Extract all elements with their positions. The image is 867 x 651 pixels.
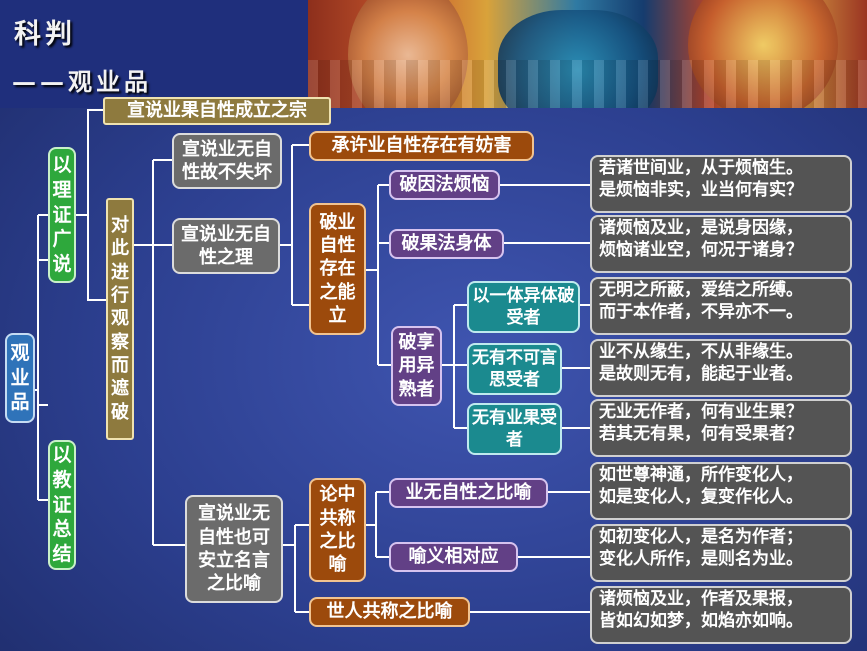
node-refute-cause: 破因法烦恼 [389,170,500,200]
node-worldly-example: 世人共称之比喻 [309,597,470,627]
node-one-different: 以一体异体破受者 [467,281,580,333]
verse-line: 变化人所作，是则名为业。 [599,549,803,570]
node-convention-example: 宣说业无自性也可安立名言之比喻 [185,495,283,603]
node-refute-proof: 破业自性存在之能立 [309,203,366,335]
root-label: 观业品 [10,341,30,414]
node-thesis-label: 宣说业果自性成立之宗 [127,100,307,122]
node-refute-enjoyer: 破享用异熟者 [391,326,442,406]
node-refute-enjoyer-label: 破享用异熟者 [398,331,435,400]
slide-subtitle: ——观业品 [12,67,152,96]
node-refute-fruit-label: 破果法身体 [401,233,492,255]
verse-line: 如世尊神通，所作变化人， [599,465,803,485]
verse-line: 诸烦恼及业，是说身因缘， [599,218,803,238]
thangka-banner-image [308,0,867,108]
node-not-lost: 宣说业无自性故不失坏 [172,133,282,189]
node-inexpressible: 无有不可言思受者 [467,343,562,395]
verse-line: 皆如幻如梦，如焰亦如响。 [599,611,803,632]
node-thesis: 宣说业果自性成立之宗 [103,97,331,125]
verse-line: 诸烦恼及业，作者及果报， [599,589,803,609]
verse-box: 如初变化人，是名为作者； 变化人所作，是则名为业。 [590,524,852,582]
node-correspondence-label: 喻义相对应 [408,546,499,568]
node-no-recipient-label: 无有业果受者 [472,407,557,450]
node-no-recipient: 无有业果受者 [467,403,562,455]
verse-line: 是故则无有，能起于业者。 [599,364,803,385]
verse-line: 业不从缘生，不从非缘生。 [599,342,803,362]
slide-title: 科判 [14,19,76,50]
node-reasoning-label: 宣说业无自性之理 [181,223,271,268]
node-karma-example-label: 业无自性之比喻 [405,482,532,504]
node-correspondence: 喻义相对应 [389,542,518,572]
node-scripture-proof-label: 以教证总结 [52,444,72,566]
verse-line: 而于本作者，不异亦不一。 [599,302,803,323]
node-karma-example: 业无自性之比喻 [389,478,548,508]
node-one-different-label: 以一体异体破受者 [472,285,575,328]
verse-box: 如世尊神通，所作变化人， 如是变化人，复变作化人。 [590,462,852,520]
root-node: 观业品 [5,333,35,423]
verse-line: 如是变化人，复变作化人。 [599,487,803,508]
verse-box: 若诸世间业，从于烦恼生。 是烦恼非实，业当何有实？ [590,155,852,213]
node-refute-fruit: 破果法身体 [389,229,504,259]
verse-line: 无业无作者，何有业生果？ [599,402,803,422]
verse-line: 是烦恼非实，业当何有实？ [599,180,803,201]
node-treatise-example: 论中共称之比喻 [309,478,366,582]
node-accept-fault-label: 承许业自性存在有妨害 [331,135,512,157]
verse-line: 无明之所蔽，爱结之所缚。 [599,280,803,300]
verse-box: 诸烦恼及业，作者及果报， 皆如幻如梦，如焰亦如响。 [590,586,852,644]
verse-box: 无业无作者，何有业生果？ 若其无有果，何有受果者？ [590,399,852,457]
node-scripture-proof: 以教证总结 [48,440,76,570]
verse-line: 若其无有果，何有受果者？ [599,424,803,445]
node-reasoning: 宣说业无自性之理 [172,218,280,274]
verse-box: 诸烦恼及业，是说身因缘， 烦恼诸业空，何况于诸身？ [590,215,852,273]
verse-line: 如初变化人，是名为作者； [599,527,803,547]
node-refute-cause-label: 破因法烦恼 [399,174,490,196]
verse-box: 无明之所蔽，爱结之所缚。 而于本作者，不异亦不一。 [590,277,852,335]
node-theory-proof: 以理证广说 [48,147,76,283]
node-inexpressible-label: 无有不可言思受者 [472,347,557,390]
node-convention-example-label: 宣说业无自性也可安立名言之比喻 [198,503,270,595]
verse-box: 业不从缘生，不从非缘生。 是故则无有，能起于业者。 [590,339,852,397]
verse-line: 烦恼诸业空，何况于诸身？ [599,240,803,261]
verse-line: 若诸世间业，从于烦恼生。 [599,158,803,178]
node-treatise-example-label: 论中共称之比喻 [319,484,356,576]
node-analyze-refute-label: 对此进行观察而遮破 [111,214,129,423]
node-not-lost-label: 宣说业无自性故不失坏 [182,138,272,183]
node-accept-fault: 承许业自性存在有妨害 [309,131,534,161]
node-worldly-example-label: 世人共称之比喻 [326,601,453,623]
node-analyze-refute: 对此进行观察而遮破 [106,198,134,440]
node-refute-proof-label: 破业自性存在之能立 [319,211,356,327]
node-theory-proof-label: 以理证广说 [52,154,72,276]
